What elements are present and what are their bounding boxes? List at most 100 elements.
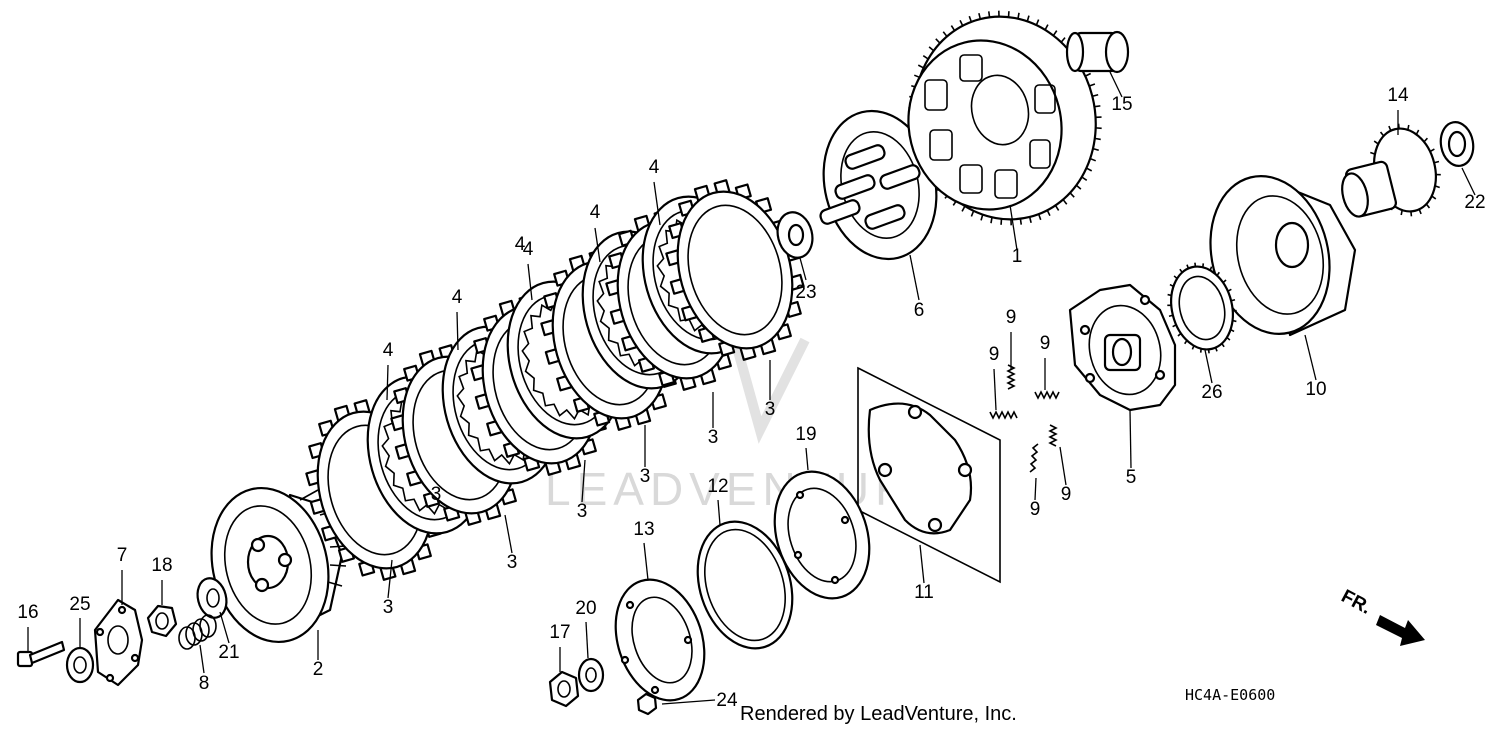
part-19-plate <box>614 578 706 702</box>
callout-21: 21 <box>218 642 239 663</box>
callout-8: 8 <box>199 673 210 694</box>
leader-line <box>1204 349 1213 384</box>
callout-3: 3 <box>765 399 776 420</box>
leader-line <box>594 227 601 263</box>
part-15-bolt <box>16 640 66 668</box>
part-1-clutch-outer <box>907 10 1102 226</box>
leader-line <box>219 611 230 644</box>
part-18-plate <box>773 470 871 600</box>
callout-4: 4 <box>590 202 601 223</box>
callout-3: 3 <box>577 501 588 522</box>
leader-line <box>1009 204 1018 251</box>
leader-line <box>386 364 389 401</box>
part-25-bearing <box>65 646 95 684</box>
part-21-washer <box>577 657 605 693</box>
callout-22: 22 <box>1464 192 1485 213</box>
clutch-disc-stack <box>305 179 805 581</box>
part-11-weight-assembly <box>857 366 1001 584</box>
callout-9: 9 <box>1040 333 1051 354</box>
part-14-bushing <box>1065 30 1130 74</box>
callout-24: 24 <box>716 690 738 711</box>
part-2-clutch-center <box>210 486 347 644</box>
leader-line <box>585 621 589 659</box>
callout-3: 3 <box>640 466 651 487</box>
leader-line <box>199 644 205 674</box>
part-17-nut <box>146 604 178 638</box>
leader-line <box>661 699 716 705</box>
leader-line <box>581 459 586 503</box>
callout-9: 9 <box>1061 484 1072 505</box>
leader-line <box>1034 477 1037 501</box>
callout-11: 11 <box>914 582 934 603</box>
leader-line <box>919 544 925 584</box>
part-13-gear-sleeve <box>1341 123 1441 218</box>
callout-4: 4 <box>383 340 394 361</box>
leader-line <box>1461 167 1476 196</box>
callout-14: 14 <box>1387 85 1409 106</box>
leader-line <box>717 499 721 526</box>
leader-line <box>1059 446 1067 486</box>
leader-line <box>799 257 807 281</box>
leader-line <box>387 559 393 599</box>
callout-9: 9 <box>989 344 1000 365</box>
leader-line <box>643 542 649 581</box>
part-7-plate <box>93 598 144 687</box>
part-5-drive-plate <box>1068 283 1177 412</box>
part-6-pressure-plate <box>819 109 938 261</box>
callout-10: 10 <box>1305 379 1326 400</box>
leader-line <box>456 311 459 351</box>
callout-18: 18 <box>151 555 172 576</box>
part-20-washer <box>196 577 228 619</box>
callout-4: 4 <box>515 234 526 255</box>
leader-line <box>1129 409 1132 469</box>
part-8-spring <box>178 614 217 650</box>
callout-15: 15 <box>1111 94 1132 115</box>
front-direction-indicator: FR. <box>1338 586 1425 646</box>
callout-3: 3 <box>431 484 442 505</box>
callout-6: 6 <box>914 300 925 321</box>
callout-3: 3 <box>507 552 518 573</box>
diagram-code: HC4A-E0600 <box>1185 686 1275 704</box>
part-23-washer <box>776 211 814 259</box>
render-credit: Rendered by LeadVenture, Inc. <box>740 703 1017 725</box>
callout-13: 13 <box>633 519 654 540</box>
callout-9: 9 <box>1030 499 1041 520</box>
callout-19: 19 <box>795 424 816 445</box>
callout-5: 5 <box>1126 467 1137 488</box>
leader-line <box>993 368 997 411</box>
callout-4: 4 <box>452 287 463 308</box>
callout-17: 17 <box>549 622 570 643</box>
callout-labels: 1233333334444445678999991011121314151617… <box>17 85 1485 711</box>
callout-1: 1 <box>1012 246 1023 267</box>
callout-25: 25 <box>69 594 90 615</box>
callout-26: 26 <box>1201 382 1222 403</box>
leader-line <box>527 263 533 301</box>
part-9-springs <box>989 364 1060 473</box>
leader-line <box>653 181 661 226</box>
part-12-ring <box>696 520 794 650</box>
callout-12: 12 <box>707 476 728 497</box>
watermark-logo <box>730 337 810 444</box>
part-22-washer <box>1439 121 1475 167</box>
part-26-one-way-clutch <box>1167 262 1237 354</box>
callout-7: 7 <box>117 545 128 566</box>
callout-20: 20 <box>575 598 596 619</box>
callout-3: 3 <box>383 597 394 618</box>
leader-line <box>909 254 920 301</box>
leader-line <box>805 447 809 471</box>
callout-9: 9 <box>1006 307 1017 328</box>
part-10-drum <box>1209 175 1357 337</box>
leader-line <box>504 514 513 554</box>
leader-line <box>1109 71 1123 98</box>
direction-label: FR. <box>1338 586 1375 619</box>
leader-lines <box>27 71 1476 705</box>
part-16-nut <box>548 670 580 708</box>
callout-4: 4 <box>649 157 660 178</box>
leader-line <box>1304 334 1317 381</box>
callout-2: 2 <box>313 659 324 680</box>
callout-16: 16 <box>17 602 38 623</box>
callout-23: 23 <box>795 282 816 303</box>
callout-4: 4 <box>523 239 534 260</box>
callout-3: 3 <box>708 427 719 448</box>
part-24-nut <box>636 692 658 716</box>
